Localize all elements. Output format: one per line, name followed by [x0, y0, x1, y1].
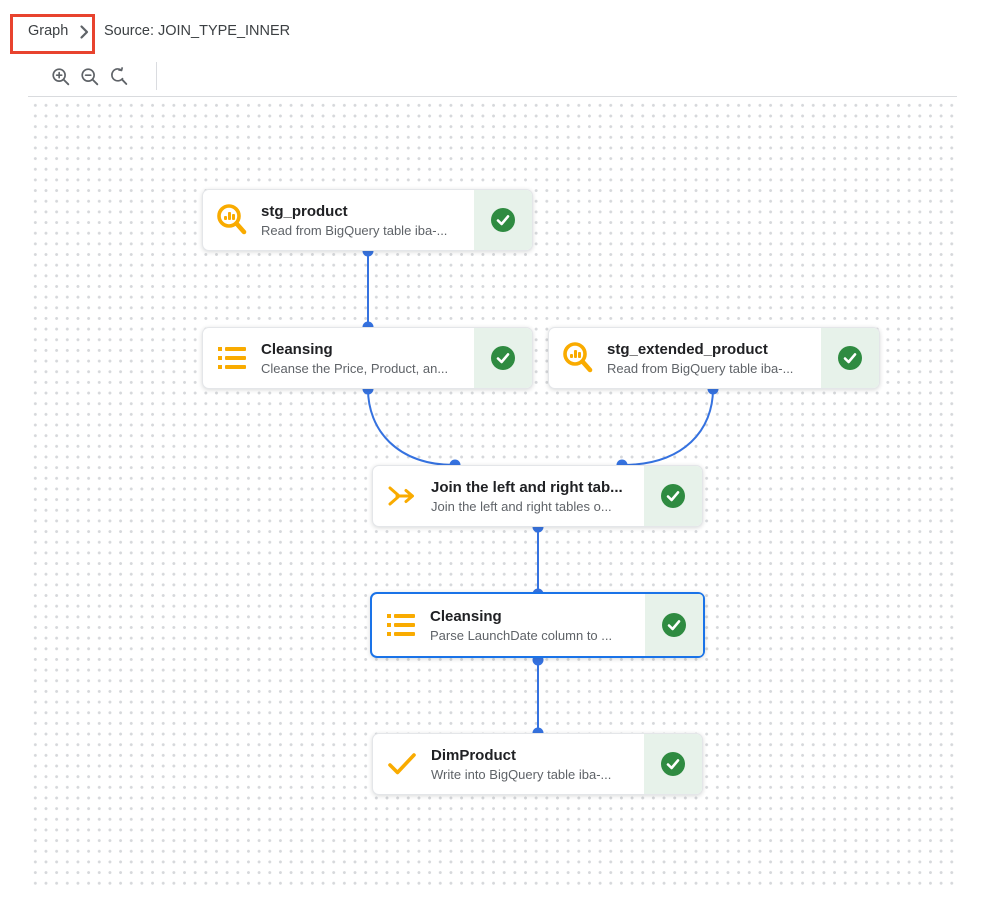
node-text: Join the left and right tab... Join the … [431, 466, 644, 526]
chevron-right-icon [76, 24, 92, 40]
node-status-section [474, 190, 532, 250]
node-subtitle: Read from BigQuery table iba-... [607, 360, 794, 376]
node-subtitle: Read from BigQuery table iba-... [261, 222, 448, 238]
magnifier-reset-arrow-icon [111, 67, 128, 85]
success-check-icon [491, 208, 515, 232]
node-join[interactable]: Join the left and right tab... Join the … [372, 465, 703, 527]
node-text: Cleansing Cleanse the Price, Product, an… [261, 328, 474, 388]
zoom-in-button[interactable] [48, 64, 74, 90]
node-stg-product[interactable]: stg_product Read from BigQuery table iba… [202, 189, 533, 251]
zoom-reset-button[interactable] [106, 64, 132, 90]
source-magnifier-chart-icon [549, 328, 607, 388]
node-status-section [474, 328, 532, 388]
node-stg-extended-product[interactable]: stg_extended_product Read from BigQuery … [548, 327, 880, 389]
magnifier-minus-icon [81, 68, 99, 86]
sink-check-icon [373, 734, 431, 794]
success-check-icon [661, 752, 685, 776]
wrangler-list-icon [203, 328, 261, 388]
toolbar-divider [156, 62, 157, 90]
node-subtitle: Write into BigQuery table iba-... [431, 766, 612, 782]
node-title: Cleansing [430, 607, 502, 625]
node-subtitle: Parse LaunchDate column to ... [430, 627, 613, 643]
magnifier-plus-icon [52, 68, 70, 86]
edge-cleansing1-join [367, 388, 456, 466]
node-subtitle: Cleanse the Price, Product, an... [261, 360, 449, 376]
node-cleansing-1[interactable]: Cleansing Cleanse the Price, Product, an… [202, 327, 533, 389]
source-magnifier-chart-icon [203, 190, 261, 250]
node-text: Cleansing Parse LaunchDate column to ... [430, 594, 645, 656]
graph-toolbar [0, 58, 992, 96]
node-text: DimProduct Write into BigQuery table iba… [431, 734, 644, 794]
success-check-icon [838, 346, 862, 370]
node-title: stg_product [261, 202, 348, 220]
breadcrumb: Graph Source: JOIN_TYPE_INNER [0, 0, 992, 58]
node-title: stg_extended_product [607, 340, 768, 358]
success-check-icon [491, 346, 515, 370]
breadcrumb-source-label: Source: JOIN_TYPE_INNER [104, 23, 291, 39]
node-subtitle: Join the left and right tables o... [431, 498, 612, 514]
node-cleansing-2-selected[interactable]: Cleansing Parse LaunchDate column to ... [370, 592, 705, 658]
node-title: Join the left and right tab... [431, 478, 623, 496]
node-status-section [821, 328, 879, 388]
node-status-section [644, 734, 702, 794]
zoom-out-button[interactable] [77, 64, 103, 90]
edge-stgextended-join [621, 388, 714, 466]
pipeline-canvas[interactable]: stg_product Read from BigQuery table iba… [28, 96, 957, 889]
node-status-section [645, 594, 703, 656]
node-title: DimProduct [431, 746, 517, 764]
node-text: stg_product Read from BigQuery table iba… [261, 190, 474, 250]
success-check-icon [661, 484, 685, 508]
node-status-section [644, 466, 702, 526]
join-merge-arrow-icon [373, 466, 431, 526]
breadcrumb-graph-link[interactable]: Graph [28, 23, 69, 39]
node-dimproduct[interactable]: DimProduct Write into BigQuery table iba… [372, 733, 703, 795]
node-title: Cleansing [261, 340, 333, 358]
wrangler-list-icon [372, 594, 430, 656]
success-check-icon [662, 613, 686, 637]
node-text: stg_extended_product Read from BigQuery … [607, 328, 821, 388]
